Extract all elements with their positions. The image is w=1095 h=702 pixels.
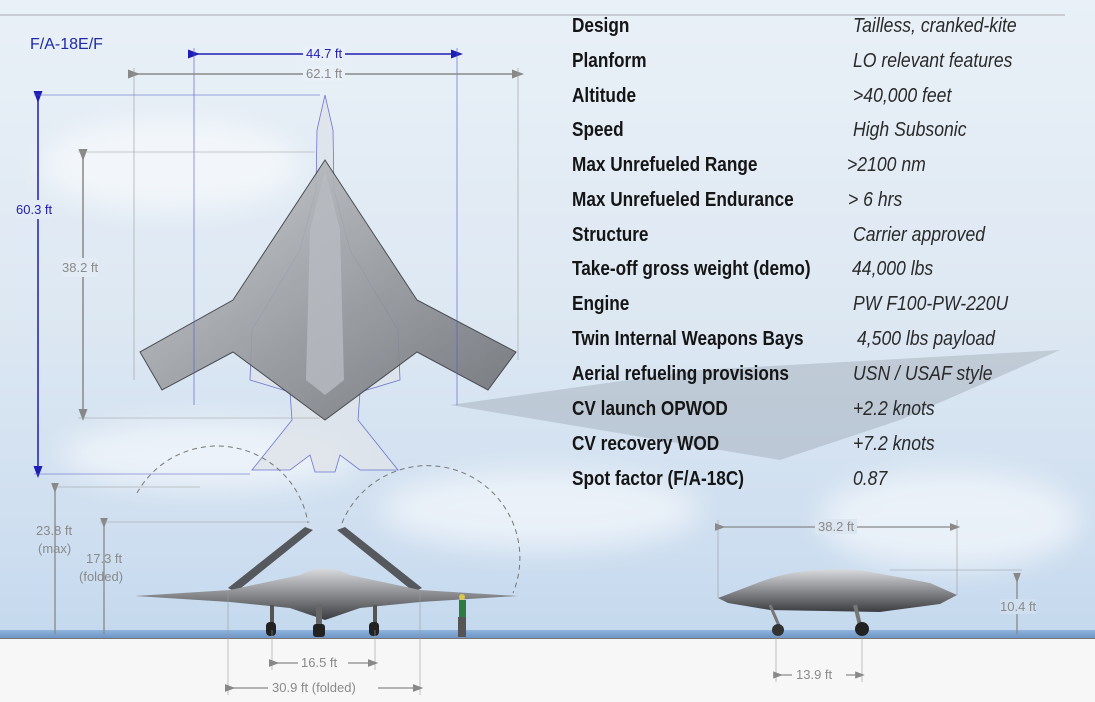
dim-height-folded-note: (folded) xyxy=(79,569,124,584)
dim-track: 16.5 ft xyxy=(301,655,338,670)
spec-row: Max Unrefueled Range >2100 nm xyxy=(572,154,1092,184)
spec-label: CV launch OPWOD xyxy=(572,398,728,420)
x47b-front-view xyxy=(135,445,521,637)
spec-label: CV recovery WOD xyxy=(572,433,720,455)
spec-value: +7.2 knots xyxy=(853,433,935,455)
spec-row: Speed High Subsonic xyxy=(572,119,1092,149)
spec-value: High Subsonic xyxy=(853,119,967,141)
top-border xyxy=(0,14,1065,16)
spec-row: Structure Carrier approved xyxy=(572,224,1092,254)
spec-row: Spot factor (F/A-18C) 0.87 xyxy=(572,468,1092,498)
spec-value: 0.87 xyxy=(853,468,888,490)
x47b-top-view xyxy=(139,159,517,421)
dim-span-folded-front: 30.9 ft (folded) xyxy=(272,680,356,695)
spec-value: USN / USAF style xyxy=(853,363,993,385)
spec-row: Take-off gross weight (demo) 44,000 lbs xyxy=(572,258,1092,288)
spec-row: Design Tailless, cranked-kite xyxy=(572,15,1092,45)
dim-fa18-length: 60.3 ft xyxy=(16,200,53,219)
cloud xyxy=(820,470,1080,570)
spec-label: Spot factor (F/A-18C) xyxy=(572,468,744,490)
spec-value: 44,000 lbs xyxy=(852,258,934,280)
spec-row: Aerial refueling provisions USN / USAF st… xyxy=(572,363,1092,393)
spec-row: CV launch OPWOD +2.2 knots xyxy=(572,398,1092,428)
spec-row: Altitude >40,000 feet xyxy=(572,85,1092,115)
spec-value: LO relevant features xyxy=(853,50,1013,72)
spec-row: Planform LO relevant features xyxy=(572,50,1092,80)
dim-span-full: 62.1 ft xyxy=(303,66,346,81)
spec-label: Altitude xyxy=(572,85,637,107)
dim-height-max: 23.8 ft xyxy=(36,523,73,538)
dim-span-folded: 44.7 ft xyxy=(303,46,346,61)
spec-value: >40,000 feet xyxy=(853,85,952,107)
spec-label: Take-off gross weight (demo) xyxy=(572,258,811,280)
aircraft-shadow xyxy=(450,350,1060,460)
dim-side-height: 10.4 ft xyxy=(1000,599,1037,614)
spec-value: Carrier approved xyxy=(853,224,986,246)
ground-line xyxy=(0,630,1095,638)
spec-value: 4,500 lbs payload xyxy=(857,328,995,350)
dim-height-folded: 17.3 ft xyxy=(86,551,123,566)
aircraft-label: F/A-18E/F xyxy=(30,36,103,53)
cloud xyxy=(380,470,700,550)
spec-row: Max Unrefueled Endurance > 6 hrs xyxy=(572,189,1092,219)
spec-label: Max Unrefueled Endurance xyxy=(572,189,794,211)
dim-length: 38.2 ft xyxy=(62,258,99,277)
spec-value: +2.2 knots xyxy=(853,398,935,420)
spec-value: >2100 nm xyxy=(847,154,926,176)
spec-label: Design xyxy=(572,15,630,37)
spec-value: > 6 hrs xyxy=(848,189,903,211)
spec-label: Engine xyxy=(572,293,630,315)
deck xyxy=(0,638,1095,702)
spec-value: PW F100-PW-220U xyxy=(853,293,1009,315)
spec-label: Aerial refueling provisions xyxy=(572,363,789,385)
x47b-side-view xyxy=(718,569,957,636)
spec-label: Speed xyxy=(572,119,624,141)
dim-height-max-note: (max) xyxy=(38,541,72,556)
dim-wheelbase: 13.9 ft xyxy=(796,667,833,682)
spec-row: CV recovery WOD +7.2 knots xyxy=(572,433,1092,463)
spec-label: Planform xyxy=(572,50,647,72)
spec-label: Twin Internal Weapons Bays xyxy=(572,328,804,350)
deck-crew-figure xyxy=(458,594,466,637)
spec-label: Structure xyxy=(572,224,649,246)
spec-row: Twin Internal Weapons Bays 4,500 lbs payl… xyxy=(572,328,1092,358)
spec-row: Engine PW F100-PW-220U xyxy=(572,293,1092,323)
dim-side-length: 38.2 ft xyxy=(815,519,858,534)
spec-value: Tailless, cranked-kite xyxy=(853,15,1017,37)
spec-label: Max Unrefueled Range xyxy=(572,154,758,176)
